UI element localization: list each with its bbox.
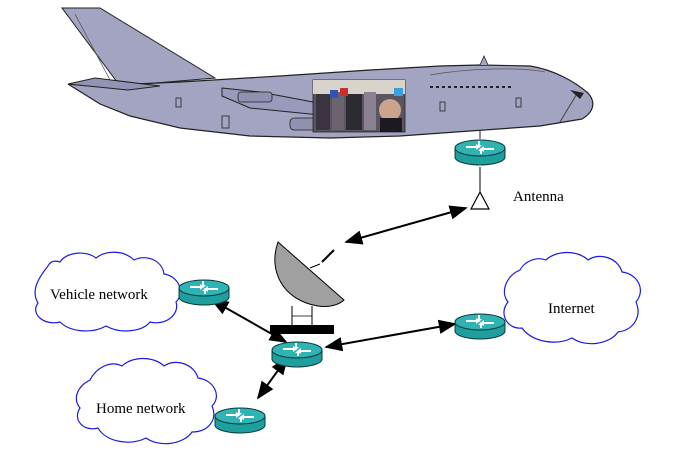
router-arrow <box>236 409 242 416</box>
link-vehicle-gateway <box>210 299 288 343</box>
link-satellite-dash <box>321 249 335 263</box>
cloud-home-network <box>75 357 217 445</box>
router-icon <box>271 341 323 368</box>
antenna-icon <box>470 190 490 210</box>
links <box>210 167 481 400</box>
satellite-dish-icon <box>270 241 345 334</box>
cloud-vehicle-network <box>34 251 181 332</box>
router-icon <box>454 139 506 166</box>
router-arrow <box>476 315 482 322</box>
router-icon <box>178 279 230 306</box>
cloud-internet <box>503 251 641 345</box>
cabin-passengers-photo <box>312 79 406 133</box>
router-arrow <box>295 350 301 356</box>
link-gateway-internet <box>324 319 457 352</box>
antenna-label: Antenna <box>513 189 564 205</box>
router-arrow <box>478 148 484 154</box>
router-arrow <box>478 322 484 328</box>
router-arrow <box>238 416 244 422</box>
home-network-label: Home network <box>96 401 186 417</box>
link-satellite-antenna <box>344 205 468 245</box>
router-arrow <box>293 343 299 350</box>
router-arrow <box>202 288 208 294</box>
router-arrow <box>200 281 206 288</box>
router-icon <box>454 313 506 340</box>
vehicle-network-label: Vehicle network <box>50 287 148 303</box>
internet-label: Internet <box>548 301 595 317</box>
router-icon <box>214 407 266 434</box>
router-arrow <box>476 141 482 148</box>
